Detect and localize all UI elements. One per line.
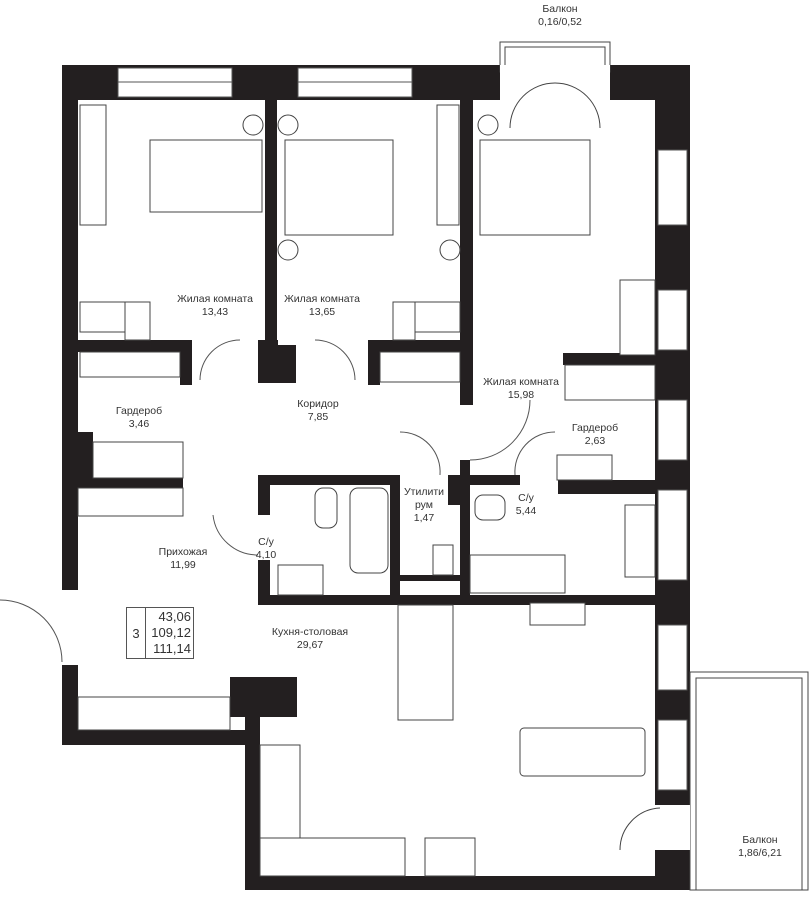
room-area: 5,44 [515,505,537,517]
room-name: Коридор [297,398,339,410]
room-area: 2,63 [584,435,606,447]
area-summary-table: 3 43,06 109,12 111,14 [126,607,194,659]
balcony-top-label: Балкон 0,16/0,52 [538,3,582,29]
room-name: С/у [518,492,534,504]
total-area: 109,12 [151,625,191,640]
bed [149,139,263,213]
room-area: 13,65 [308,306,336,318]
room-area: 4,10 [255,549,277,561]
balconies [499,41,809,891]
balcony-name: Балкон [542,3,578,15]
room-area: 13,43 [201,306,229,318]
sofa [519,727,646,777]
balcony-area: 0,16/0,52 [538,16,582,28]
room-name: Гардероб [115,405,163,417]
room-name: Жилая комната [177,293,253,305]
balcony-right-label: Балкон 1,86/6,21 [738,834,782,860]
bed [284,139,394,236]
doors [0,339,556,665]
room-name: Утилити рум [404,486,445,511]
living-area: 43,06 [158,609,191,624]
room-area: 29,67 [296,639,324,651]
room-area: 3,46 [128,418,150,430]
room-area: 11,99 [170,559,196,571]
total-area-with-balcony: 111,14 [153,641,191,656]
furniture [77,104,656,877]
room-name: Кухня-столовая [271,626,349,638]
balcony-area: 1,86/6,21 [738,847,782,859]
room-name: Гардероб [571,422,619,434]
room-name: Прихожая [158,546,208,558]
dining-table [397,604,454,721]
balcony-name: Балкон [742,834,778,846]
room-area: 1,47 [413,512,435,524]
windows [117,67,688,791]
room-area: 15,98 [507,389,535,401]
room-name: Жилая комната [483,376,559,388]
room-area: 7,85 [307,411,329,423]
room-name: С/у [258,536,274,548]
room-name: Жилая комната [284,293,360,305]
bed [479,139,591,236]
rooms-count: 3 [127,608,146,658]
